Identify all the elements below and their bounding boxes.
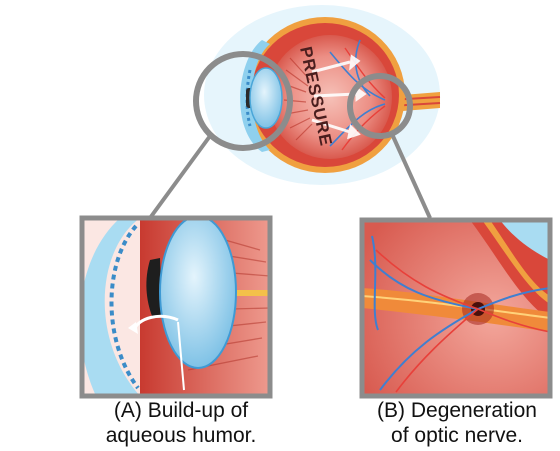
caption-b-line1: (B) Degeneration bbox=[350, 398, 560, 423]
caption-a-line1: (A) Build-up of bbox=[72, 398, 290, 423]
panel-b-zoom bbox=[362, 220, 550, 396]
caption-a: (A) Build-up of aqueous humor. bbox=[72, 398, 290, 448]
connector-line-a bbox=[150, 136, 210, 218]
panel-a-zoom bbox=[80, 216, 270, 396]
caption-a-line2: aqueous humor. bbox=[72, 423, 290, 448]
caption-b: (B) Degeneration of optic nerve. bbox=[350, 398, 560, 448]
caption-b-line2: of optic nerve. bbox=[350, 423, 560, 448]
